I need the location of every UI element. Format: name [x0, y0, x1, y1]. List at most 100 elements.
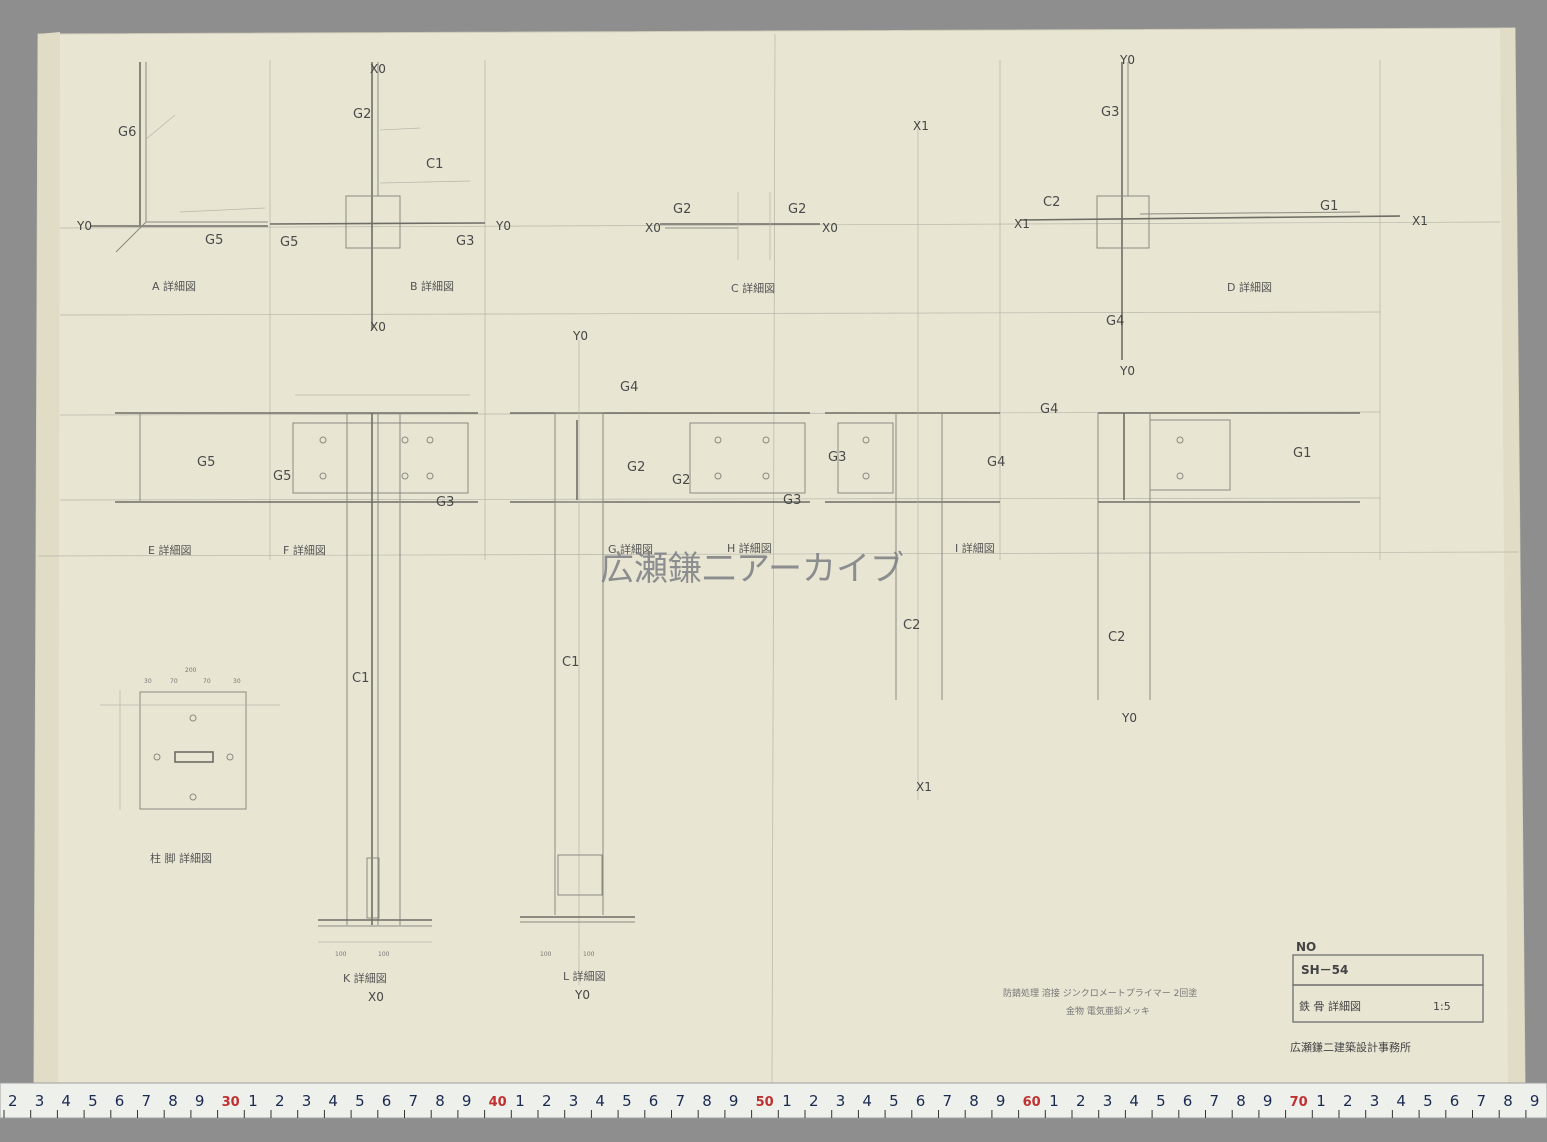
dim-l-1: 100 — [540, 951, 552, 958]
ruler-digit: 7 — [943, 1092, 953, 1110]
label-g3h: G3 — [783, 493, 801, 508]
ruler-digit: 5 — [1156, 1092, 1166, 1110]
ruler-digit: 8 — [702, 1092, 712, 1110]
axis-y0-left: Y0 — [76, 219, 92, 233]
drawing-number: SH－54 — [1301, 963, 1348, 977]
ruler-digit: 9 — [729, 1092, 739, 1110]
axis-x0-k: X0 — [368, 990, 384, 1004]
fold-crease-v — [771, 33, 776, 1084]
ruler-digit: 6 — [115, 1092, 125, 1110]
spec-notes: 防錆処理 溶接 ジンクロメートプライマー 2回塗 金物 電気亜鉛メッキ — [1003, 987, 1197, 1017]
label-c2i: C2 — [1108, 630, 1125, 645]
dim-base-2: 30 — [144, 678, 152, 685]
axis-y0-i: Y0 — [1121, 711, 1137, 725]
office-stamp: 広瀬鎌二建築設計事務所 — [1290, 1040, 1411, 1054]
caption-e: E 詳細図 — [148, 543, 191, 557]
axis-y0-l: Y0 — [574, 988, 590, 1002]
dim-base-4: 70 — [203, 678, 211, 685]
label-g5e: G5 — [197, 455, 215, 470]
caption-l: L 詳細図 — [563, 969, 606, 983]
ruler-digit: 9 — [1263, 1092, 1273, 1110]
drawing-title: 鉄 骨 詳細図 — [1299, 999, 1361, 1013]
ruler-digit: 9 — [462, 1092, 472, 1110]
ruler-digit: 5 — [889, 1092, 899, 1110]
ruler-digit: 8 — [435, 1092, 445, 1110]
title-block: NO SH－54 鉄 骨 詳細図 1:5 広瀬鎌二建築設計事務所 — [1290, 940, 1484, 1054]
ruler-digit: 9 — [1530, 1092, 1540, 1110]
dim-k-1: 100 — [335, 951, 347, 958]
detail-a-drawing — [90, 62, 268, 253]
fold-crease-h — [37, 551, 1519, 557]
ruler-digit: 6 — [1183, 1092, 1193, 1110]
detail-c-drawing — [660, 192, 820, 260]
axis-x0-top: X0 — [370, 62, 386, 76]
label-g1i: G1 — [1293, 446, 1311, 461]
dim-k-2: 100 — [378, 951, 390, 958]
axis-x0-c-right: X0 — [822, 221, 838, 235]
ruler-digit: 4 — [595, 1092, 605, 1110]
detail-h-drawing — [825, 120, 1000, 800]
label-g2: G2 — [353, 107, 371, 122]
ruler-digit: 4 — [862, 1092, 872, 1110]
label-g5f: G5 — [273, 469, 291, 484]
ruler-digit: 3 — [1103, 1092, 1113, 1110]
drawing-scale: 1:5 — [1433, 1000, 1451, 1013]
ruler-digit: 1 — [782, 1092, 792, 1110]
ruler-digit: 4 — [1396, 1092, 1406, 1110]
label-c2: C2 — [1043, 195, 1060, 210]
note-line-2: 金物 電気亜鉛メッキ — [1066, 1005, 1150, 1017]
ruler-digit: 1 — [248, 1092, 258, 1110]
axis-y0-d-top: Y0 — [1119, 53, 1135, 67]
dim-base-1: 200 — [185, 667, 197, 674]
ruler-digit: 9 — [195, 1092, 205, 1110]
ruler-digit: 1 — [1049, 1092, 1059, 1110]
ruler-digit: 3 — [836, 1092, 846, 1110]
ruler-digit: 8 — [969, 1092, 979, 1110]
ruler-digit: 3 — [35, 1092, 45, 1110]
label-c1l: C1 — [562, 655, 579, 670]
detail-ef-drawing — [115, 394, 478, 925]
ruler-digit: 7 — [1210, 1092, 1220, 1110]
ruler-digit: 7 — [409, 1092, 419, 1110]
ruler-digit: 6 — [649, 1092, 659, 1110]
ruler-digit: 4 — [328, 1092, 338, 1110]
ruler-digit: 5 — [355, 1092, 365, 1110]
ruler-digit: 1 — [1316, 1092, 1326, 1110]
axis-x1-h-top: X1 — [913, 119, 929, 133]
axis-y0-d-bottom: Y0 — [1119, 364, 1135, 378]
detail-b-drawing — [269, 62, 486, 330]
axis-labels: X0 X0 Y0 Y0 X0 X0 Y0 Y0 X1 X1 Y0 X1 X1 Y… — [76, 53, 1428, 1004]
caption-f: F 詳細図 — [283, 543, 326, 557]
dim-base-5: 30 — [233, 678, 241, 685]
axis-y0-right: Y0 — [495, 219, 511, 233]
label-g3h2: G3 — [828, 450, 846, 465]
label-g3d: G3 — [1101, 105, 1119, 120]
archive-watermark: 広瀬鎌二アーカイブ — [600, 549, 904, 589]
base-plate-drawing — [100, 690, 280, 810]
label-g2d: G2 — [788, 202, 806, 217]
detail-i-drawing — [1097, 412, 1360, 700]
label-g2h: G2 — [672, 473, 690, 488]
label-g5: G5 — [205, 233, 223, 248]
ruler-digit: 4 — [61, 1092, 71, 1110]
ruler-digit: 2 — [1076, 1092, 1086, 1110]
paper-tape-right — [1500, 28, 1525, 1083]
ruler-digit: 30 — [222, 1095, 240, 1110]
caption-i: I 詳細図 — [955, 541, 995, 555]
axis-x1-d-left: X1 — [1014, 217, 1030, 231]
caption-d: D 詳細図 — [1227, 280, 1272, 294]
ruler-digit: 9 — [996, 1092, 1006, 1110]
grid-lines — [59, 60, 1501, 560]
ruler-digit: 2 — [8, 1092, 18, 1110]
caption-c: C 詳細図 — [731, 281, 775, 295]
ruler-digit: 3 — [569, 1092, 579, 1110]
ruler-digit: 5 — [1423, 1092, 1433, 1110]
ruler-digit: 7 — [1477, 1092, 1487, 1110]
label-g4: G4 — [1106, 314, 1124, 329]
label-c1k: C1 — [352, 671, 369, 686]
dimension-texts: 100 100 100 100 200 30 70 70 30 — [144, 667, 595, 958]
ruler-digit: 50 — [756, 1095, 774, 1110]
axis-x1-d-right: X1 — [1412, 214, 1428, 228]
